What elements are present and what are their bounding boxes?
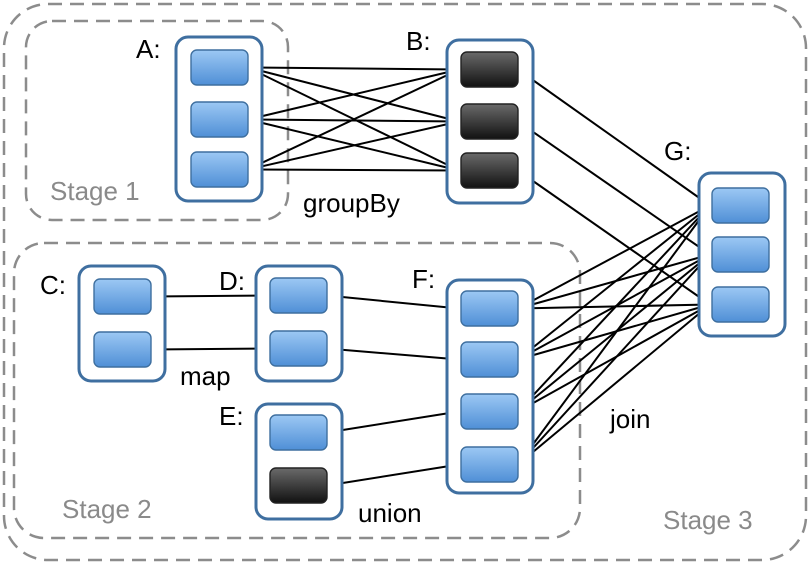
rdd-d (254, 264, 344, 383)
map-operation-label: map (180, 361, 231, 391)
dependency-arrow-12 (326, 294, 460, 313)
dependency-arrow-11 (150, 343, 269, 354)
dependency-arrow-14 (326, 408, 460, 434)
stage-1-label: Stage 1 (50, 176, 140, 206)
rdd-b-partition-2 (460, 103, 519, 140)
rdd-f (445, 278, 535, 495)
rdd-d-partition-2 (269, 330, 328, 367)
rdd-g-partition-2 (711, 236, 770, 273)
rdd-g-label: G: (664, 136, 691, 166)
rdd-c (77, 264, 167, 383)
rdd-g-partition-3 (711, 286, 770, 323)
rdd-f-partition-3 (460, 393, 519, 430)
rdd-f-label: F: (412, 264, 435, 294)
stage-2-label: Stage 2 (62, 494, 152, 524)
stage-1-region: Stage 1 (24, 19, 290, 222)
stage-3-label: Stage 3 (663, 505, 753, 535)
dependency-arrow-27 (517, 303, 711, 413)
rdd-nodes (77, 35, 787, 521)
dependency-arrow-29 (517, 253, 711, 466)
dependency-arrow-19 (517, 204, 711, 310)
dependency-arrow-18 (517, 169, 711, 306)
dependency-arrow-28 (517, 204, 711, 466)
rdd-d-partition-1 (269, 277, 328, 314)
rdd-c-label: C: (40, 270, 66, 300)
rdd-c-partition-1 (93, 278, 152, 315)
join-operation-label: join (609, 404, 650, 434)
rdd-g-partition-1 (711, 187, 770, 224)
rdd-f-partition-2 (460, 341, 519, 378)
dependency-arrow-15 (326, 461, 460, 487)
rdd-a-partition-3 (190, 151, 249, 188)
dependency-arrow-13 (326, 347, 460, 364)
dependency-arrow-25 (517, 204, 711, 413)
rdd-f-container (445, 278, 535, 495)
rdd-c-partition-2 (93, 331, 152, 368)
dependency-arrow-8 (247, 119, 460, 171)
dependency-arrow-4 (247, 67, 460, 121)
rdd-a-label: A: (136, 34, 161, 64)
dependency-arrow-7 (247, 68, 460, 171)
rdd-a (174, 35, 264, 203)
rdd-b-partition-1 (460, 51, 519, 88)
rdd-b (445, 38, 535, 205)
dependency-arrow-9 (247, 165, 460, 176)
rdd-b-label: B: (406, 26, 431, 56)
rdd-a-partition-1 (190, 49, 249, 86)
stage-2-region: Stage 2 (12, 241, 582, 540)
rdd-f-partition-1 (460, 290, 519, 327)
dependency-edges (150, 64, 711, 487)
rdd-e-label: E: (219, 401, 244, 431)
union-operation-label: union (358, 498, 422, 528)
rdd-b-partition-3 (460, 152, 519, 189)
rdd-g (697, 171, 787, 338)
rdd-e (254, 402, 344, 521)
dependency-arrow-30 (517, 303, 711, 466)
rdd-e-partition-2 (269, 467, 328, 504)
dependency-arrow-23 (517, 253, 711, 361)
dependency-arrow-1 (247, 64, 460, 75)
rdd-f-partition-4 (460, 446, 519, 483)
rdd-e-partition-1 (269, 414, 328, 451)
rdd-d-label: D: (219, 266, 245, 296)
groupby-operation-label: groupBy (303, 188, 400, 218)
dependency-arrow-26 (517, 253, 711, 413)
dependency-arrow-10 (150, 290, 269, 301)
dependency-arrow-22 (517, 204, 711, 361)
rdd-a-partition-2 (190, 101, 249, 138)
dependency-arrow-16 (517, 68, 711, 207)
